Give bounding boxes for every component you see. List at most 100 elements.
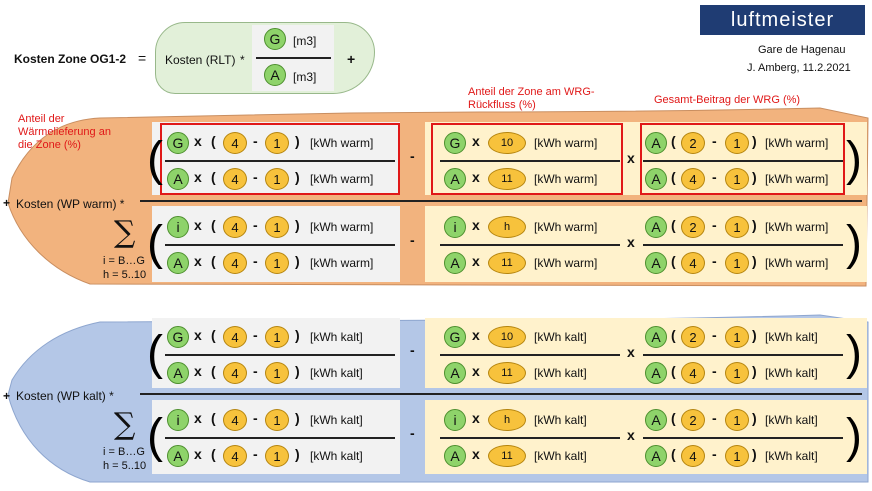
cold-row1-b-lp: ( — [211, 363, 216, 379]
cold-row1-f-lp: ( — [671, 363, 676, 379]
warm-row2-a-rp: ) — [295, 217, 300, 233]
warm-row2-d-x: x — [472, 253, 480, 269]
annotation-middle: Anteil der Zone am WRG-Rückfluss (%) — [468, 86, 595, 111]
cold-row1-b-minus: - — [253, 363, 258, 379]
warm-row1-b-unit: [kWh warm] — [310, 172, 374, 186]
warm-row1-b-lp: ( — [211, 169, 216, 185]
warm-row1-f-lp: ( — [671, 169, 676, 185]
cold-row2-f-minus: - — [712, 446, 717, 462]
warm-row1-b-val2: 1 — [265, 168, 289, 190]
cold-row1-c-x: x — [472, 327, 480, 343]
warm-row2-c-circle: i — [444, 216, 466, 238]
plus-cold: + — [3, 389, 11, 403]
cold-row1-d-unit: [kWh kalt] — [534, 366, 587, 380]
a-circle: A — [264, 64, 286, 86]
cold-row1-f-circle: A — [645, 362, 667, 384]
cold-row2-a-x: x — [194, 410, 202, 426]
cold-row1-c-circle: G — [444, 326, 466, 348]
warm-row2-e-lp: ( — [671, 217, 676, 233]
cold-row1-frac-line-left — [165, 354, 395, 356]
plus-warm: + — [3, 196, 11, 210]
rlt-cost-label: Kosten (RLT) — [165, 53, 236, 67]
warm-row1-b-x: x — [194, 169, 202, 185]
warm-row2-frac-line-right — [643, 244, 843, 246]
warm-row1-e-lp: ( — [671, 133, 676, 149]
cold-row1-f-minus: - — [712, 363, 717, 379]
cold-row1-b-rp: ) — [295, 363, 300, 379]
cold-row1-d-val: 11 — [488, 362, 526, 384]
cold-row2-f-rp: ) — [752, 446, 757, 462]
cold-row1-b-unit: [kWh kalt] — [310, 366, 363, 380]
cold-row2-c-x: x — [472, 410, 480, 426]
sigma-warm: ∑ — [114, 215, 136, 250]
warm-row2-e-minus: - — [712, 217, 717, 233]
warm-row2-c-unit: [kWh warm] — [534, 220, 598, 234]
annotation-right: Gesamt-Beitrag der WRG (%) — [654, 94, 801, 106]
cold-row2-b-unit: [kWh kalt] — [310, 449, 363, 463]
cold-row2-d-circle: A — [444, 445, 466, 467]
warm-row1-f-minus: - — [712, 169, 717, 185]
warm-row1-frac-line-right — [643, 160, 843, 162]
warm-row1-e-val1: 2 — [681, 132, 705, 154]
cold-row2-rparen: ) — [846, 410, 862, 463]
warm-row2-b-lp: ( — [211, 253, 216, 269]
warm-row1-d-x: x — [472, 169, 480, 185]
author-date-text: J. Amberg, 11.2.2021 — [747, 62, 851, 74]
sigma-cold: ∑ — [114, 407, 136, 442]
warm-row1-a-circle: G — [167, 132, 189, 154]
cold-row1-f-unit: [kWh kalt] — [765, 366, 818, 380]
warm-row2-times: x — [627, 234, 635, 250]
cold-row1-e-val1: 2 — [681, 326, 705, 348]
warm-row1-big-minus: - — [410, 148, 415, 164]
cold-row1-big-minus: - — [410, 342, 415, 358]
cold-row2-e-circle: A — [645, 409, 667, 431]
cold-row2-a-val1: 4 — [223, 409, 247, 431]
cold-main-line — [140, 393, 862, 395]
cold-row2-f-val1: 4 — [681, 445, 705, 467]
warm-row2-frac-line-mid — [440, 244, 620, 246]
cold-row2-frac-line-mid — [440, 437, 620, 439]
place-text: Gare de Hagenau — [758, 44, 846, 56]
warm-row2-d-val: 11 — [488, 252, 526, 274]
sigma-warm-sub1: i = B…G — [103, 255, 145, 267]
cold-cost-label: Kosten (WP kalt) * — [16, 389, 114, 403]
cold-row2-e-val2: 1 — [725, 409, 749, 431]
cold-row2-b-x: x — [194, 446, 202, 462]
cold-row2-a-lp: ( — [211, 410, 216, 426]
warm-row2-c-x: x — [472, 217, 480, 233]
warm-row2-a-circle: i — [167, 216, 189, 238]
warm-row2-f-rp: ) — [752, 253, 757, 269]
warm-row2-b-val1: 4 — [223, 252, 247, 274]
cold-row2-b-val1: 4 — [223, 445, 247, 467]
warm-row1-f-circle: A — [645, 168, 667, 190]
num-unit: [m3] — [293, 34, 317, 48]
cold-row1-f-rp: ) — [752, 363, 757, 379]
cold-row1-b-x: x — [194, 363, 202, 379]
warm-row2-b-minus: - — [253, 253, 258, 269]
times-sign: * — [240, 53, 245, 67]
cold-row2-b-circle: A — [167, 445, 189, 467]
warm-row1-f-val1: 4 — [681, 168, 705, 190]
cold-row2-frac-line-left — [165, 437, 395, 439]
warm-row1-f-val2: 1 — [725, 168, 749, 190]
warm-row1-d-unit: [kWh warm] — [534, 172, 598, 186]
warm-row1-d-val: 11 — [488, 168, 526, 190]
warm-row2-e-unit: [kWh warm] — [765, 220, 829, 234]
warm-row2-f-minus: - — [712, 253, 717, 269]
red-box-left — [160, 123, 400, 195]
cold-row1-b-circle: A — [167, 362, 189, 384]
warm-row1-c-val: 10 — [488, 132, 526, 154]
cold-row2-a-val2: 1 — [265, 409, 289, 431]
warm-row2-b-val2: 1 — [265, 252, 289, 274]
annotation-left: Anteil der Wärmelieferung an die Zone (%… — [18, 113, 111, 151]
cold-row2-d-val: 11 — [488, 445, 526, 467]
den-unit: [m3] — [293, 70, 317, 84]
logo: luftmeister — [700, 5, 865, 35]
cold-row1-b-val2: 1 — [265, 362, 289, 384]
cold-row1-a-unit: [kWh kalt] — [310, 330, 363, 344]
cold-row2-times: x — [627, 427, 635, 443]
warm-cost-label: Kosten (WP warm) * — [16, 197, 125, 211]
cold-row2-e-lp: ( — [671, 410, 676, 426]
warm-row2-a-minus: - — [253, 217, 258, 233]
cold-row2-a-unit: [kWh kalt] — [310, 413, 363, 427]
